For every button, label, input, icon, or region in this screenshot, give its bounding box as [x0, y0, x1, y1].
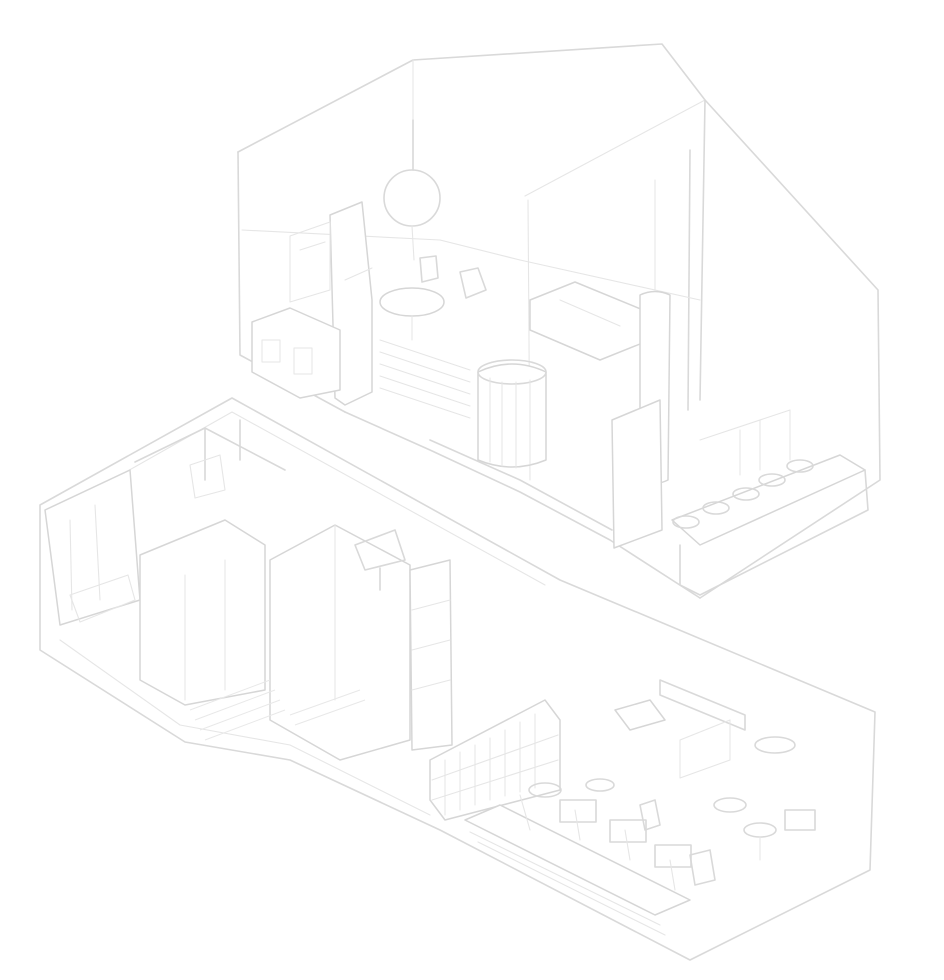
- tall-shelf: [409, 559, 453, 751]
- bathtub: [69, 574, 136, 623]
- lower-floor: [39, 397, 876, 961]
- dining-table: [379, 287, 445, 317]
- lounge-tables: [713, 797, 816, 861]
- counter-door-2: [293, 347, 313, 375]
- stair-rails: [489, 377, 531, 469]
- bath-partition: [611, 399, 663, 549]
- lamp-cord-lower: [411, 225, 415, 261]
- stair-treads: [379, 339, 471, 419]
- cabinet-divider: [344, 267, 373, 281]
- table-lamp: [354, 529, 406, 591]
- upper-back-wall-line: [241, 229, 701, 301]
- long-bench: [464, 804, 691, 916]
- basin-counter-front: [679, 469, 869, 596]
- basin-counter: [671, 454, 866, 546]
- chair-2: [419, 255, 439, 283]
- cafe-furniture: [519, 778, 716, 891]
- screen-grid: [431, 713, 559, 816]
- kitchen-counter: [251, 307, 341, 399]
- bench-slats: [469, 831, 666, 936]
- wardrobe-doors: [184, 559, 226, 701]
- room-block: [269, 524, 411, 761]
- sofa-cushion: [559, 299, 621, 327]
- lounge-table: [754, 736, 796, 754]
- tall-shelf-levels: [411, 599, 451, 691]
- left-wet-room: [44, 469, 141, 626]
- spiral-stair: [477, 363, 547, 468]
- back-room-fixture: [189, 454, 226, 499]
- lounge-shelf: [679, 719, 731, 779]
- stair-top: [477, 359, 547, 385]
- counter-door: [261, 339, 281, 363]
- slatted-floor: [189, 679, 366, 741]
- chair-1: [459, 267, 487, 299]
- wall-shelf: [289, 221, 331, 303]
- central-wardrobe: [139, 519, 266, 706]
- back-room-walls: [134, 419, 286, 481]
- lounge-sofa: [614, 699, 666, 731]
- basins: [672, 459, 814, 529]
- upper-floor: [237, 43, 881, 599]
- upper-right-wall: [687, 99, 706, 411]
- sofa: [529, 281, 651, 361]
- lower-slab-outline: [39, 397, 876, 961]
- toilet-stalls: [699, 409, 791, 476]
- upper-floor-slab: [344, 411, 701, 599]
- pendant-lamp: [383, 169, 441, 227]
- lounge-wall: [659, 679, 746, 731]
